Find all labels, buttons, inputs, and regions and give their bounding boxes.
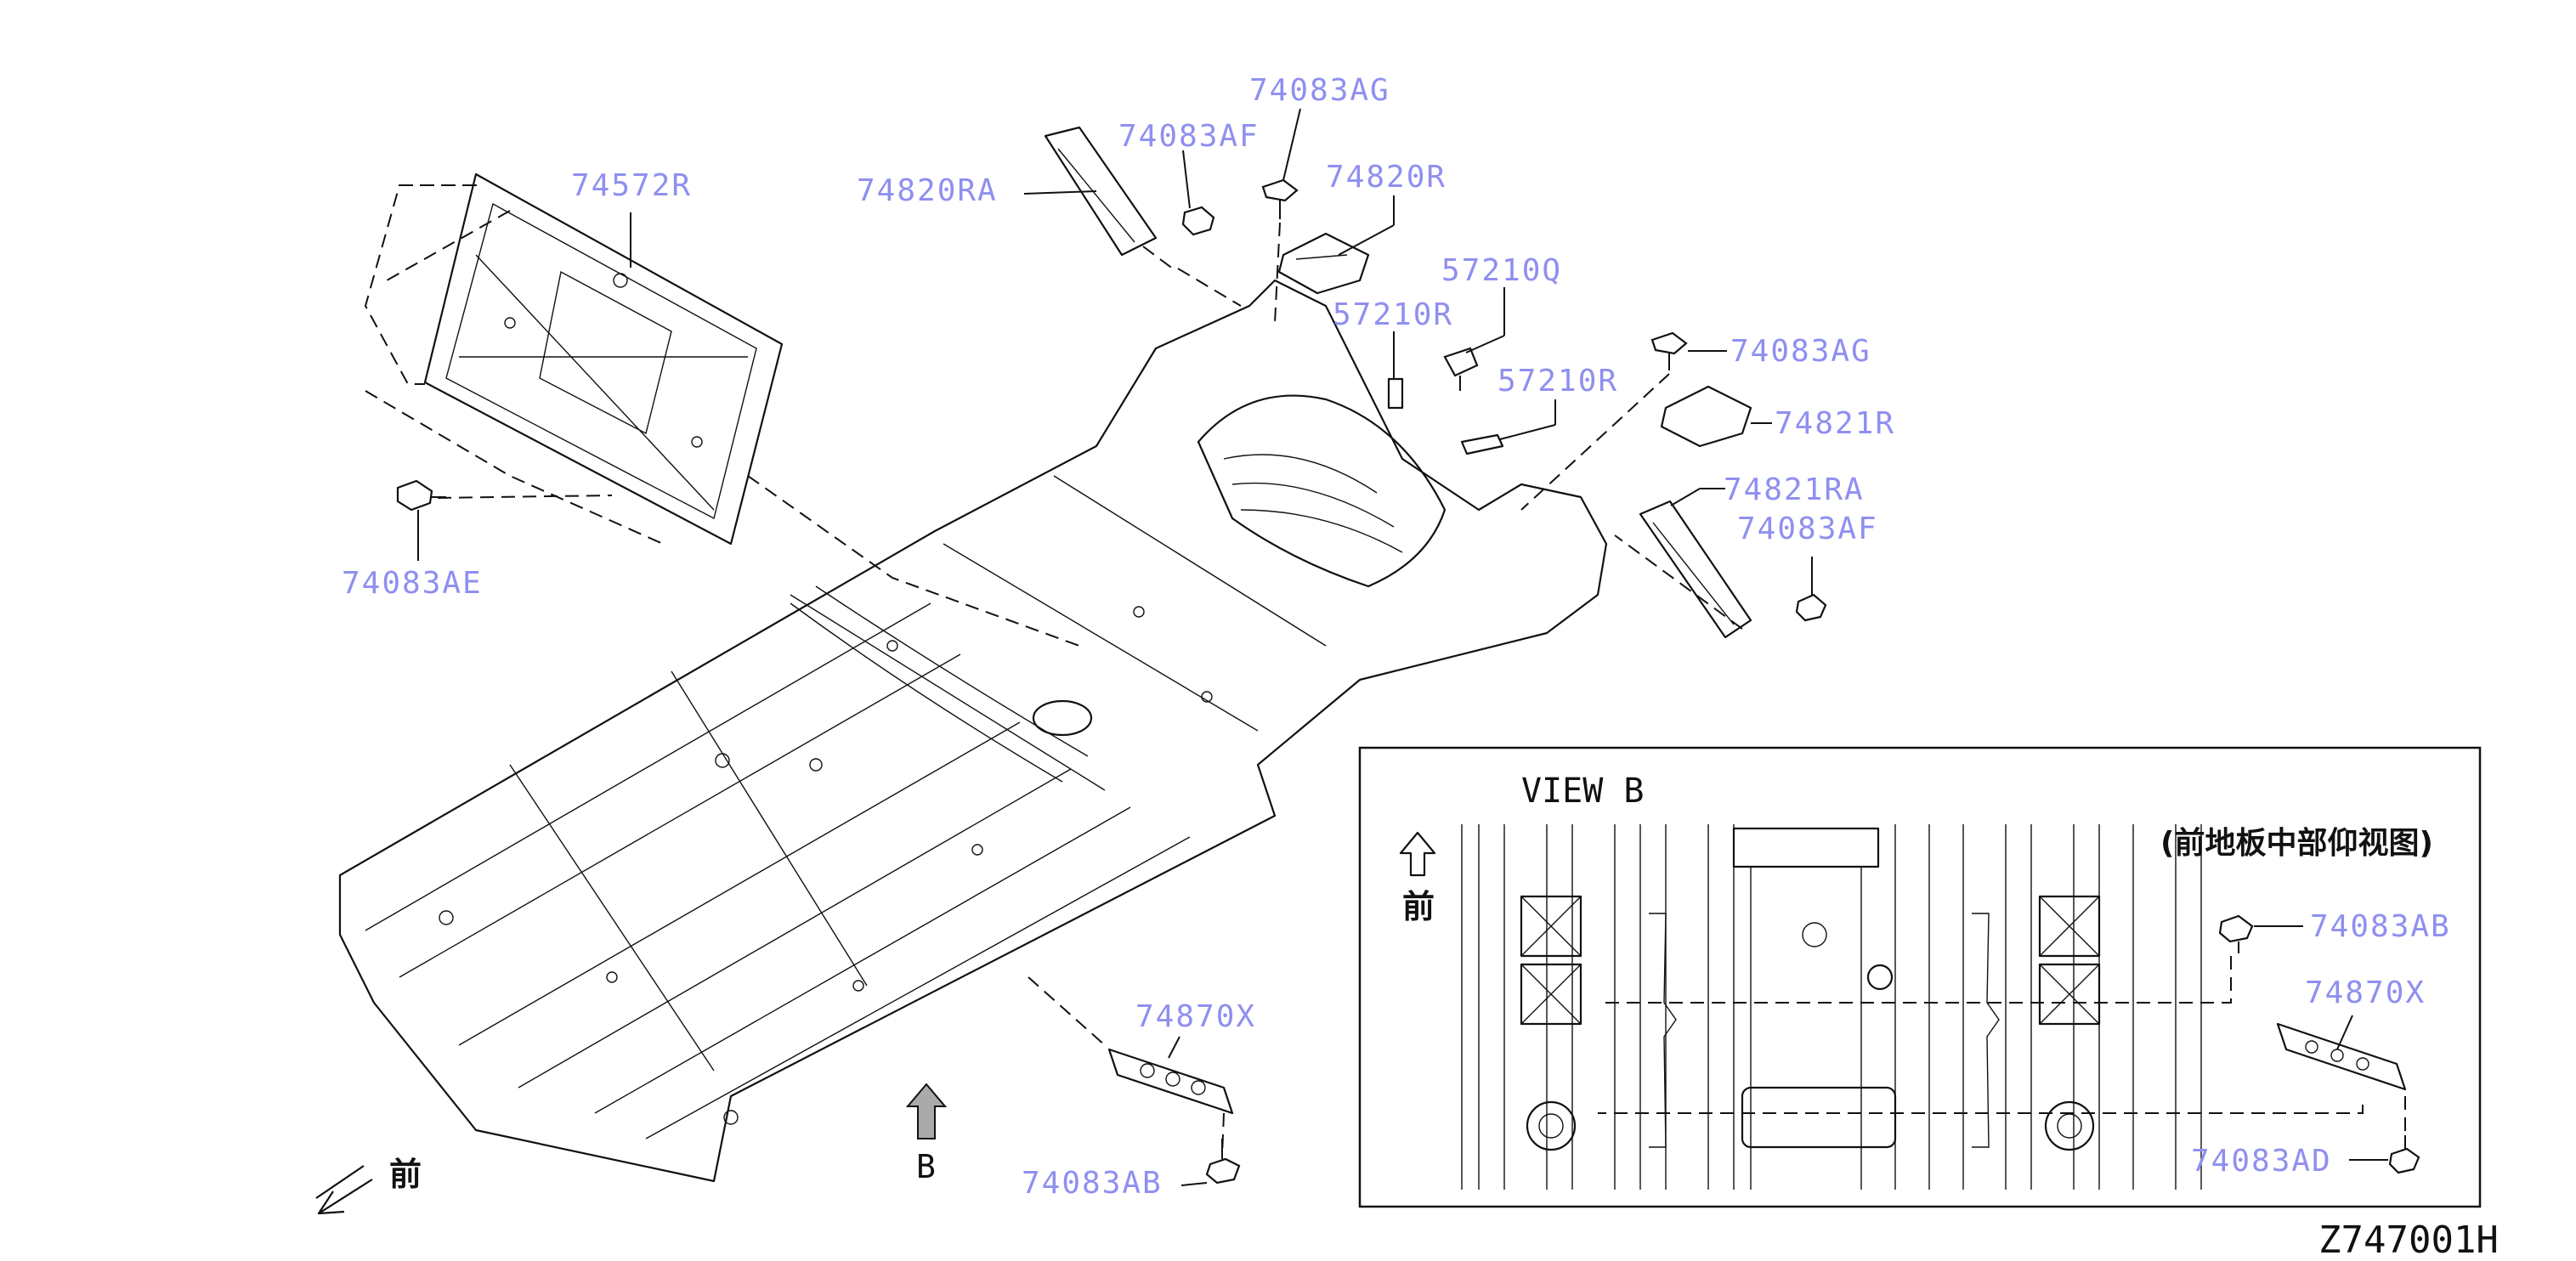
floor-pan-assembly — [338, 279, 1608, 1183]
label-57210R-a: 57210R — [1333, 297, 1453, 332]
bracket-74820R — [1277, 232, 1370, 295]
label-74820RA: 74820RA — [857, 173, 998, 208]
label-74083AF-top: 74083AF — [1118, 119, 1260, 154]
arrow-up-icon — [905, 1083, 948, 1139]
clip-57210Q — [1443, 347, 1479, 391]
label-57210Q: 57210Q — [1441, 253, 1562, 288]
bolt-74083AF-top — [1181, 206, 1215, 236]
label-74572R: 74572R — [571, 168, 692, 203]
bolt-74083AD-inset — [2388, 1135, 2420, 1174]
reinforcement-74870X-inset — [2276, 1022, 2407, 1091]
label-74821RA: 74821RA — [1724, 472, 1865, 507]
label-74083AG-mid: 74083AG — [1730, 334, 1871, 369]
bolt-74083AG-mid — [1650, 331, 1688, 370]
label-74083AF-mid: 74083AF — [1737, 512, 1878, 546]
leader-lines — [417, 108, 1813, 1186]
callout-labels: 74083AG 74083AF 74820R 74820RA 74572R 57… — [342, 73, 1895, 1201]
diagram-id: Z747001H — [2318, 1219, 2499, 1261]
view-b-inset: VIEW B (前地板中部仰视图) 前 — [1358, 746, 2482, 1208]
arrow-up-icon — [1399, 831, 1436, 877]
bracket-74821R — [1660, 385, 1752, 448]
label-74083AD-inset: 74083AD — [2191, 1144, 2332, 1179]
label-74821R: 74821R — [1775, 406, 1895, 441]
view-b-letter: B — [916, 1148, 936, 1185]
label-74083AE: 74083AE — [342, 566, 483, 601]
front-label-inset: 前 — [1402, 888, 1435, 925]
view-b-arrow: B — [905, 1083, 948, 1185]
label-74870X-inset: 74870X — [2305, 975, 2426, 1010]
inset-caption: (前地板中部仰视图) — [2160, 826, 2433, 861]
label-74083AB-inset: 74083AB — [2310, 909, 2451, 944]
label-74870X-main: 74870X — [1135, 999, 1256, 1034]
bolt-74083AE — [396, 479, 446, 512]
bolt-74083AF-mid — [1795, 593, 1827, 622]
label-74083AG-top: 74083AG — [1249, 73, 1390, 108]
pad-57210R-upper — [1387, 377, 1404, 410]
reinforcement-74870X-main — [1107, 1048, 1234, 1115]
label-57210R-b: 57210R — [1497, 364, 1618, 399]
label-74083AB-main: 74083AB — [1022, 1166, 1163, 1201]
bolt-74083AB-inset — [2218, 914, 2254, 953]
bolt-74083AG-top — [1261, 178, 1299, 219]
bracket-74820RA — [1044, 126, 1178, 273]
front-arrow-main: 前 — [315, 1156, 422, 1215]
bracket-74821RA — [1639, 500, 1752, 639]
pad-57210R-lower — [1460, 433, 1504, 455]
fastener-dashed-guides — [1028, 222, 1743, 1156]
bolt-74083AB-main — [1205, 1139, 1241, 1185]
view-b-title: VIEW B — [1521, 772, 1645, 811]
under-cover-74572R — [423, 172, 784, 546]
front-label-main: 前 — [389, 1156, 422, 1193]
arrow-down-left-icon — [315, 1165, 373, 1215]
inset-floor-structure — [1461, 824, 2202, 1190]
cover-dashed-guides — [364, 184, 1080, 647]
label-74820R: 74820R — [1326, 160, 1447, 195]
